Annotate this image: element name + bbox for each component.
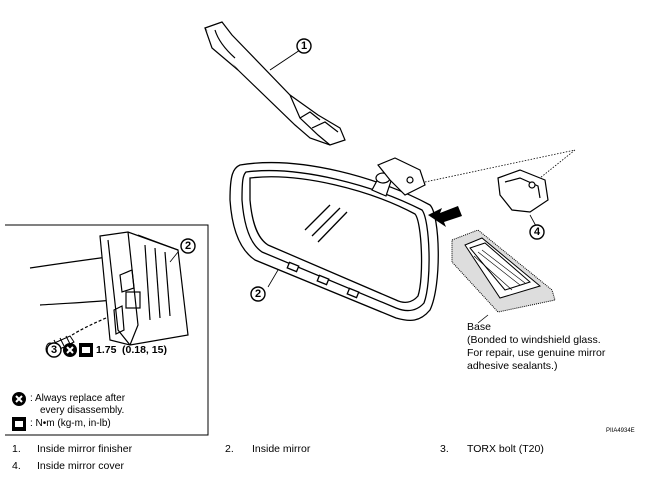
- figure-code: PIIA4934E: [606, 428, 635, 434]
- install-direction-arrow: [428, 206, 462, 227]
- inside-mirror-drawing: [229, 162, 439, 322]
- legend-replace-line2: every disassembly.: [40, 405, 125, 416]
- base-note-line1: (Bonded to windshield glass.: [467, 334, 601, 346]
- part-4-num: 4.: [12, 460, 21, 472]
- legend-replace-line1: : Always replace after: [30, 393, 126, 404]
- inside-mirror-cover-drawing: [497, 169, 549, 213]
- legend-torque-units: : N•m (kg-m, in-lb): [30, 418, 111, 429]
- callout-2-inset: 2: [185, 240, 192, 252]
- part-2-num: 2.: [225, 443, 234, 455]
- base-title: Base: [467, 321, 491, 333]
- base-note-line3: adhesive sealants.): [467, 360, 558, 372]
- base-note-line2: For repair, use genuine mirror: [467, 347, 606, 359]
- mirror-mount-drawing: [371, 157, 426, 197]
- inside-mirror-finisher-drawing: [204, 21, 346, 146]
- inset-frame: [5, 224, 209, 436]
- part-2-name: Inside mirror: [252, 443, 311, 455]
- callout-4: 4: [534, 226, 541, 238]
- torque-value: 1.75: [96, 344, 117, 356]
- mirror-base-drawing: [451, 229, 556, 313]
- part-1-name: Inside mirror finisher: [37, 443, 133, 455]
- mirror-exploded-diagram: [5, 21, 576, 436]
- mount-guide-line: [424, 149, 576, 183]
- callout-3: 3: [51, 344, 58, 356]
- torque-alt: (0.18, 15): [122, 344, 167, 356]
- part-3-num: 3.: [440, 443, 449, 455]
- inset-finisher-closeup: [29, 231, 189, 346]
- callout-1: 1: [301, 40, 308, 52]
- part-3-name: TORX bolt (T20): [467, 443, 544, 455]
- legend-torque-icon: [12, 417, 26, 431]
- part-4-name: Inside mirror cover: [37, 460, 124, 472]
- torque-wrench-icon: [79, 343, 93, 357]
- callout-2-mirror: 2: [255, 288, 262, 300]
- replace-symbol-icon: [63, 343, 77, 357]
- legend-replace-icon: [12, 392, 26, 406]
- part-1-num: 1.: [12, 443, 21, 455]
